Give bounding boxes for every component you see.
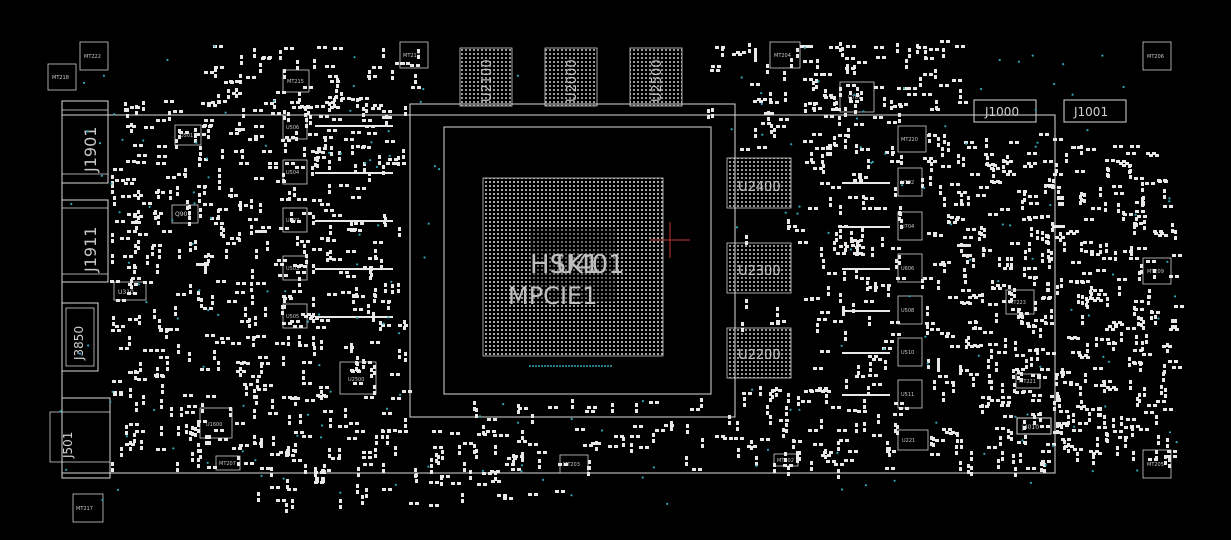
mem-label-u2200: U2200 xyxy=(738,348,781,363)
part-mt221: MT221 xyxy=(1019,379,1036,385)
conn-label-j1000: J1000 xyxy=(984,105,1019,119)
conn-label-j1901: J1901 xyxy=(81,127,100,173)
part-u508: U508 xyxy=(901,308,914,314)
part-u2500-small: U2500 xyxy=(348,377,364,383)
part-u221: U221 xyxy=(902,438,915,444)
conn-label-j1911: J1911 xyxy=(81,227,100,273)
part-mt212: MT212 xyxy=(403,53,420,59)
memory-top: U2100 U2000 U2500 xyxy=(459,47,683,107)
part-mt223: MT223 xyxy=(1009,300,1026,306)
gpu-label-hsk: HSK1 xyxy=(530,250,600,280)
mem-label-u2500: U2500 xyxy=(650,59,665,102)
gpu-label-u401: U401 xyxy=(556,250,625,280)
part-u310: U310 xyxy=(118,289,134,296)
mem-label-u2300: U2300 xyxy=(738,264,781,279)
conn-label-j501: J501 xyxy=(61,432,75,459)
part-u701: U701 xyxy=(848,95,861,101)
part-mt204: MT204 xyxy=(774,53,791,59)
gpu-label-mpcie: MPCIE1 xyxy=(508,282,597,310)
part-mt217: MT217 xyxy=(76,506,93,512)
part-u501: U501 xyxy=(180,133,193,139)
conn-label-j3850: J3850 xyxy=(72,326,86,361)
part-mt206: MT206 xyxy=(1147,54,1164,60)
vias xyxy=(59,45,1178,505)
mem-label-u2400: U2400 xyxy=(738,180,781,195)
conn-label-j4010: J4010 xyxy=(1021,424,1039,431)
part-mt205: MT205 xyxy=(1147,462,1164,468)
part-u505: U505 xyxy=(286,314,299,320)
connectors: J1000 J1001 J1901 J1911 J3850 J501 J4010 xyxy=(49,99,1127,479)
memory-right: U2400 U2300 U2200 xyxy=(726,157,792,379)
part-u506: U506 xyxy=(286,125,299,131)
part-u511: U511 xyxy=(901,392,914,398)
passive-components xyxy=(110,40,1184,513)
part-u503: U503 xyxy=(286,266,299,272)
part-mt203: MT203 xyxy=(563,462,580,468)
part-mt207: MT207 xyxy=(219,461,236,467)
part-u704: U704 xyxy=(901,224,914,230)
part-u1600: U1600 xyxy=(206,422,222,428)
part-u504: U504 xyxy=(286,170,299,176)
mem-label-u2100: U2100 xyxy=(480,59,495,102)
part-q901: Q901 xyxy=(175,211,191,218)
part-mt222: MT222 xyxy=(84,54,101,60)
gpu-region: HSK1 U401 MPCIE1 xyxy=(409,103,736,418)
conn-label-j1001: J1001 xyxy=(1073,105,1108,119)
part-mt215: MT215 xyxy=(287,79,304,85)
part-mt220: MT220 xyxy=(901,137,918,143)
board-outline xyxy=(61,114,1056,474)
part-mt218: MT218 xyxy=(52,75,69,81)
mem-label-u2000: U2000 xyxy=(565,59,580,102)
part-u510: U510 xyxy=(901,350,914,356)
part-u606: U606 xyxy=(901,266,914,272)
